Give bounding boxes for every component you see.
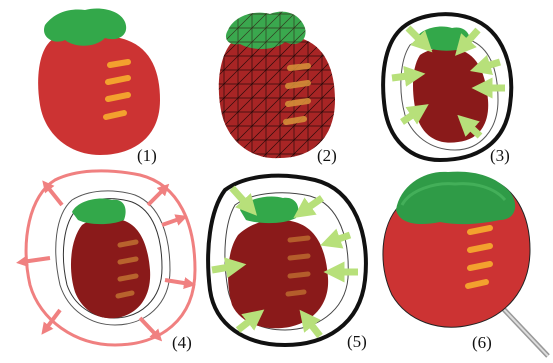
panel-label-5: (5) (347, 332, 367, 351)
panel-2: (2) (219, 12, 337, 165)
panel-3: (3) (383, 14, 511, 165)
panel-1: (1) (38, 9, 160, 166)
final-leaves (396, 172, 515, 225)
panel-label-1: (1) (137, 146, 157, 165)
strawberry-body (38, 34, 160, 155)
core-body-5 (228, 220, 328, 329)
panel-label-3: (3) (490, 146, 510, 165)
panel-4: (4) (22, 171, 195, 352)
panel-5: (5) (208, 176, 367, 351)
panel-6: (6) (383, 172, 548, 356)
core-body (71, 218, 150, 318)
panel-label-4: (4) (172, 333, 192, 352)
panel-label-6: (6) (472, 333, 492, 352)
panel-label-2: (2) (317, 146, 337, 165)
